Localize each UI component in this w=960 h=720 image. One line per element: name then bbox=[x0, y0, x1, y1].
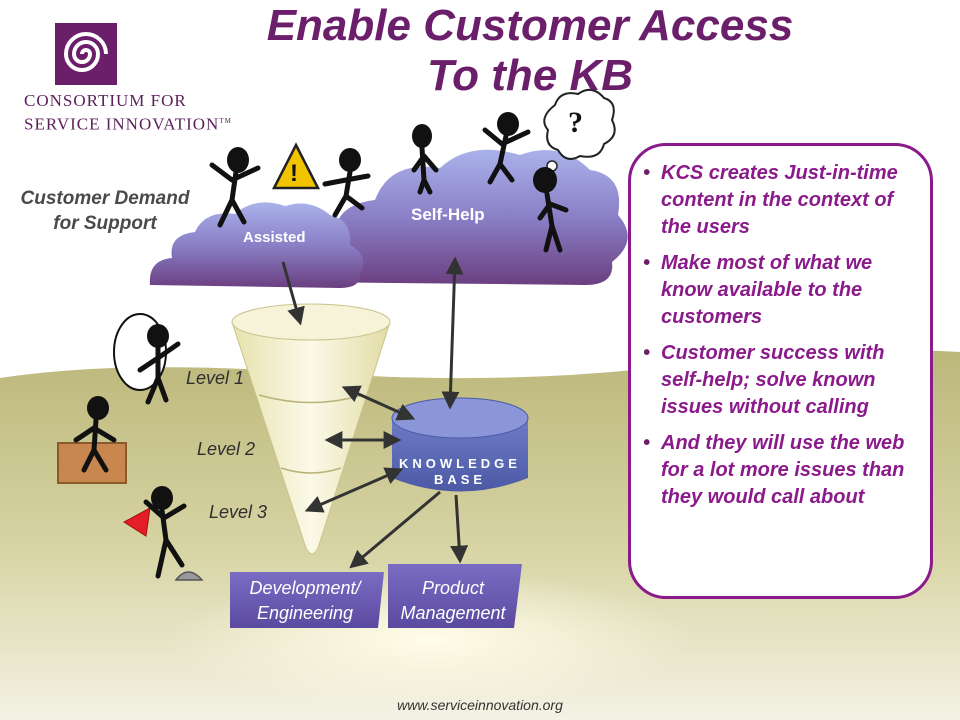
bullet-item: And they will use the web for a lot more… bbox=[643, 430, 916, 511]
self-help-label: Self-Help bbox=[411, 205, 485, 224]
logo-line2: Service Innovation bbox=[24, 114, 220, 134]
bullet-panel: KCS creates Just-in-time content in the … bbox=[628, 143, 933, 599]
logo-line1: Consortium for bbox=[24, 91, 187, 110]
pm-line1: Product bbox=[421, 578, 485, 598]
kb-line1: KNOWLEDGE bbox=[399, 456, 521, 471]
logo-text: Consortium for Service InnovationTM bbox=[24, 90, 232, 135]
pm-box bbox=[388, 564, 522, 628]
knowledge-base-cylinder bbox=[391, 397, 529, 492]
level-2-label: Level 2 bbox=[197, 439, 256, 459]
assisted-cloud bbox=[149, 202, 364, 288]
footer-url: www.serviceinnovation.org bbox=[397, 697, 563, 713]
pm-line2: Management bbox=[400, 603, 506, 623]
bullet-item: Make most of what we know available to t… bbox=[643, 250, 916, 331]
stick-figures-cloud bbox=[209, 112, 569, 253]
level-3-label: Level 3 bbox=[209, 502, 268, 522]
product-management-label: Product Management bbox=[388, 576, 518, 626]
assisted-label: Assisted bbox=[243, 229, 306, 246]
arrows bbox=[281, 256, 469, 569]
bullet-item: KCS creates Just-in-time content in the … bbox=[643, 160, 916, 241]
dev-box bbox=[230, 572, 384, 628]
dev-line1: Development/ bbox=[249, 578, 361, 598]
support-funnel bbox=[231, 303, 391, 555]
customer-demand-line1: Customer Demand bbox=[20, 188, 190, 209]
development-engineering-label: Development/ Engineering bbox=[230, 576, 380, 626]
customer-demand-line2: for Support bbox=[53, 213, 157, 234]
logo-trademark: TM bbox=[219, 117, 232, 125]
question-mark-icon: ? bbox=[568, 106, 583, 139]
customer-demand-label: Customer Demand for Support bbox=[0, 186, 210, 236]
page-title-line2: To the KB bbox=[426, 51, 634, 100]
warning-sign-icon bbox=[271, 142, 321, 190]
kb-line2: BASE bbox=[433, 472, 487, 487]
knowledge-base-label: KNOWLEDGE BASE bbox=[392, 456, 528, 488]
bullet-item: Customer success with self-help; solve k… bbox=[643, 340, 916, 421]
dev-line2: Engineering bbox=[256, 603, 354, 623]
level-1-label: Level 1 bbox=[186, 368, 245, 388]
page-title-line1: Enable Customer Access bbox=[266, 1, 794, 50]
stick-figures-levels bbox=[57, 313, 204, 581]
exclamation-icon: ! bbox=[290, 160, 298, 187]
consortium-logo-icon bbox=[55, 23, 117, 85]
